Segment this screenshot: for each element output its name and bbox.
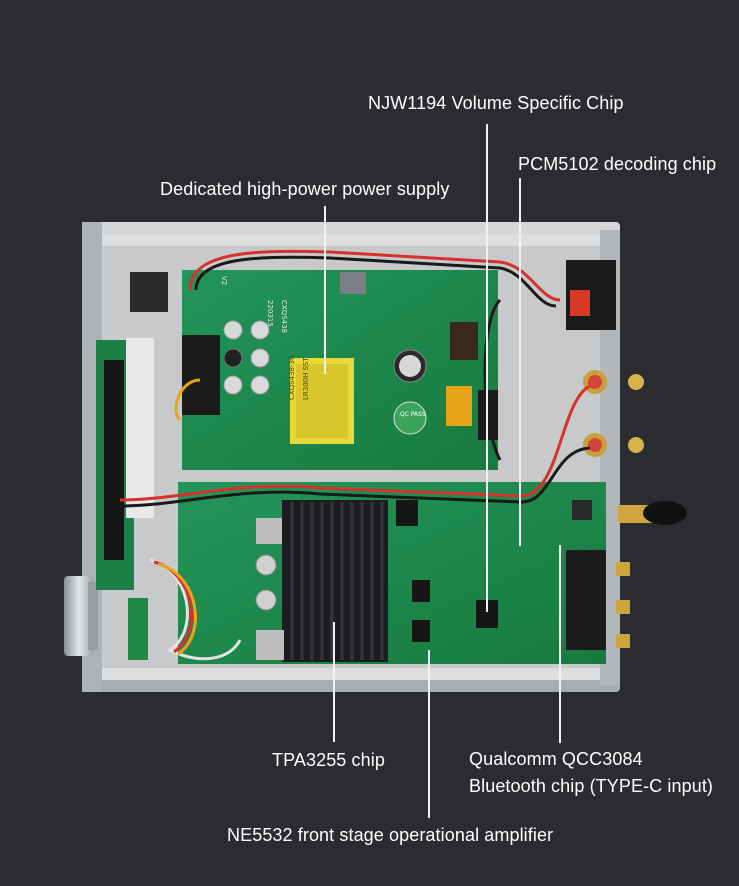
callout-power-supply: Dedicated high-power power supply	[160, 179, 450, 199]
board-id: CXQS438	[280, 300, 288, 333]
callout-qcc3084-line2: Bluetooth chip (TYPE-C input)	[469, 776, 714, 796]
board-date: 220315	[266, 300, 274, 327]
leader-line-njw1194	[486, 124, 488, 612]
leader-line-pcm5102	[519, 178, 521, 546]
rear-connectors	[566, 260, 687, 648]
power-supply-board: CXQS438-36 LR300H SST QC PASS V2 220315 …	[182, 270, 498, 470]
callout-pcm5102: PCM5102 decoding chip	[518, 154, 717, 174]
callout-qcc3084-line1: Qualcomm QCC3084	[469, 749, 643, 769]
callout-njw1194: NJW1194 Volume Specific Chip	[368, 93, 624, 113]
leader-line-qcc3084	[559, 545, 561, 743]
transformer-sublabel: LR300H SST	[302, 357, 310, 401]
leader-line-tpa3255	[333, 622, 335, 742]
leader-line-power-supply	[324, 206, 326, 374]
amplifier-main-board	[178, 482, 606, 664]
board-rev: V2	[220, 276, 228, 285]
volume-knob	[64, 576, 98, 656]
qc-sticker: QC PASS	[400, 411, 426, 418]
callout-ne5532: NE5532 front stage operational amplifier	[227, 825, 554, 845]
front-panel-boards	[96, 272, 168, 660]
leader-line-ne5532	[428, 650, 430, 818]
wiring	[119, 249, 591, 661]
callout-tpa3255: TPA3255 chip	[272, 750, 385, 770]
transformer-label: CXQS438-36	[288, 355, 296, 400]
